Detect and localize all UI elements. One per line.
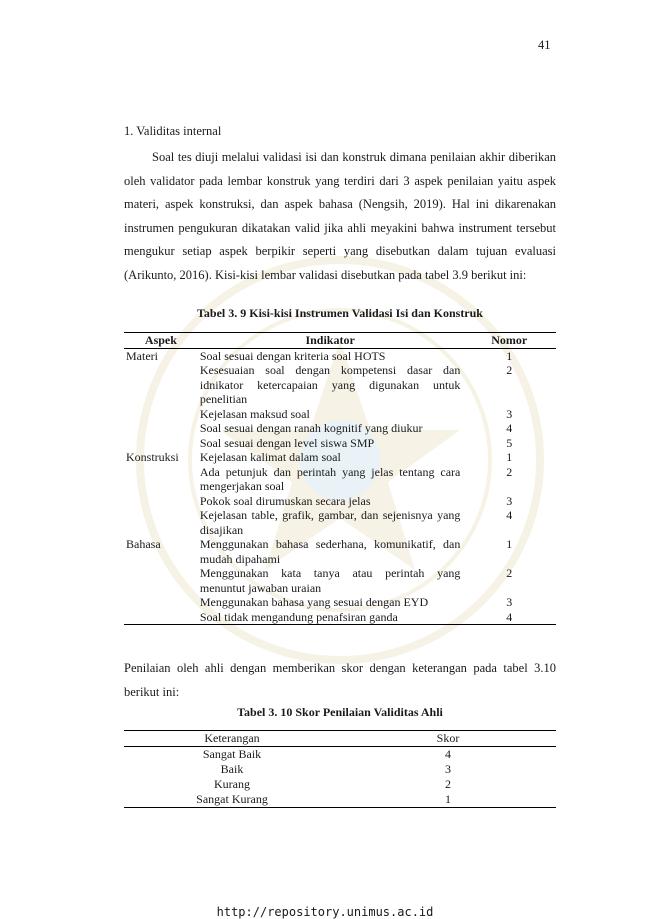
header-aspek: Aspek [124, 332, 198, 349]
paragraph-penilaian: Penilaian oleh ahli dengan memberikan sk… [124, 661, 556, 699]
cell-aspek [124, 407, 198, 422]
header-nomor: Nomor [462, 332, 556, 349]
header-skor: Skor [340, 730, 556, 747]
cell-nomor: 3 [506, 406, 513, 421]
cell-indikator: Ada petunjuk dan perintah yang jelas ten… [199, 464, 461, 494]
cell-indikator: Pokok soal dirumuskan secara jelas [199, 493, 371, 508]
cell-nomor: 2 [506, 363, 513, 377]
cell-keterangan: Sangat Kurang [124, 791, 340, 808]
cell-aspek [124, 465, 198, 494]
table-row: Kesesuaian soal dengan kompetensi dasar … [124, 363, 556, 407]
table-row: Menggunakan bahasa yang sesuai dengan EY… [124, 595, 556, 610]
cell-skor: 2 [445, 776, 451, 791]
section-heading: 1. Validitas internal [124, 124, 222, 138]
table-row: Kejelasan table, grafik, gambar, dan sej… [124, 508, 556, 537]
table-3-10: Keterangan Skor Sangat Baik 4 Baik 3 Kur… [124, 730, 556, 808]
cell-nomor: 1 [506, 537, 513, 551]
table-row: Sangat Kurang 1 [124, 791, 556, 808]
cell-nomor: 3 [506, 595, 513, 609]
paragraph-text: Soal tes diuji melalui validasi isi dan … [124, 150, 556, 282]
header-indikator: Indikator [197, 332, 463, 349]
cell-aspek [124, 508, 198, 537]
cell-nomor: 4 [506, 421, 513, 435]
paragraph-validitas: Soal tes diuji melalui validasi isi dan … [124, 146, 556, 287]
cell-keterangan: Kurang [214, 776, 250, 791]
table-row: Ada petunjuk dan perintah yang jelas ten… [124, 465, 556, 494]
cell-skor: 4 [445, 746, 451, 761]
cell-aspek [124, 363, 198, 407]
table-3-10-title: Tabel 3. 10 Skor Penilaian Validitas Ahl… [237, 705, 443, 719]
cell-aspek [124, 421, 198, 436]
cell-indikator: Soal sesuai dengan ranah kognitif yang d… [199, 421, 423, 435]
table-header-row: Aspek Indikator Nomor [124, 332, 556, 349]
cell-indikator: Kesesuaian soal dengan kompetensi dasar … [199, 363, 461, 406]
repository-url: http://repository.unimus.ac.id [216, 905, 434, 919]
cell-indikator: Kejelasan maksud soal [199, 406, 310, 421]
table-header-row: Keterangan Skor [124, 730, 556, 747]
cell-nomor: 1 [506, 348, 513, 363]
table-row: Pokok soal dirumuskan secara jelas 3 [124, 494, 556, 509]
cell-indikator: Kejelasan table, grafik, gambar, dan sej… [199, 508, 461, 537]
table-row: Soal sesuai dengan level siswa SMP 5 [124, 436, 556, 451]
cell-indikator: Menggunakan bahasa yang sesuai dengan EY… [199, 595, 429, 609]
cell-nomor: 5 [506, 435, 513, 450]
header-keterangan: Keterangan [124, 730, 340, 747]
table-3-9-title: Tabel 3. 9 Kisi-kisi Instrumen Validasi … [197, 306, 483, 320]
cell-keterangan: Baik [220, 761, 244, 776]
table-row: Soal sesuai dengan ranah kognitif yang d… [124, 421, 556, 436]
table-row: Soal tidak mengandung penafsiran ganda 4 [124, 609, 556, 625]
cell-aspek [124, 566, 198, 595]
table-row: Baik 3 [124, 762, 556, 777]
cell-nomor: 1 [506, 450, 513, 464]
cell-indikator: Kejelasan kalimat dalam soal [199, 450, 341, 464]
cell-nomor: 4 [462, 609, 556, 625]
cell-aspek [124, 609, 198, 625]
table-row: Konstruksi Kejelasan kalimat dalam soal … [124, 450, 556, 465]
cell-aspek [124, 595, 198, 610]
cell-nomor: 2 [506, 464, 513, 479]
cell-skor: 3 [445, 761, 451, 776]
page-number: 41 [538, 38, 551, 52]
cell-indikator: Soal sesuai dengan kriteria soal HOTS [199, 348, 386, 363]
cell-aspek: Materi [126, 348, 158, 363]
table-row: Menggunakan kata tanya atau perintah yan… [124, 566, 556, 595]
table-row: Materi Soal sesuai dengan kriteria soal … [124, 348, 556, 363]
table-row: Kurang 2 [124, 777, 556, 792]
cell-aspek: Konstruksi [126, 450, 179, 464]
table-row: Sangat Baik 4 [124, 746, 556, 762]
table-row: Kejelasan maksud soal 3 [124, 407, 556, 422]
cell-nomor: 3 [506, 493, 513, 508]
cell-indikator: Menggunakan kata tanya atau perintah yan… [199, 566, 461, 595]
cell-indikator: Soal tidak mengandung penafsiran ganda [197, 609, 463, 625]
cell-nomor: 4 [506, 508, 513, 522]
cell-aspek [124, 436, 198, 451]
cell-nomor: 2 [506, 566, 513, 580]
cell-aspek: Bahasa [126, 537, 161, 551]
table-3-9: Aspek Indikator Nomor Materi Soal sesuai… [124, 332, 556, 625]
cell-indikator: Menggunakan bahasa sederhana, komunikati… [199, 537, 461, 566]
cell-aspek [124, 494, 198, 509]
cell-indikator: Soal sesuai dengan level siswa SMP [199, 435, 375, 450]
cell-skor: 1 [340, 791, 556, 808]
table-row: Bahasa Menggunakan bahasa sederhana, kom… [124, 537, 556, 566]
cell-keterangan: Sangat Baik [202, 746, 262, 761]
